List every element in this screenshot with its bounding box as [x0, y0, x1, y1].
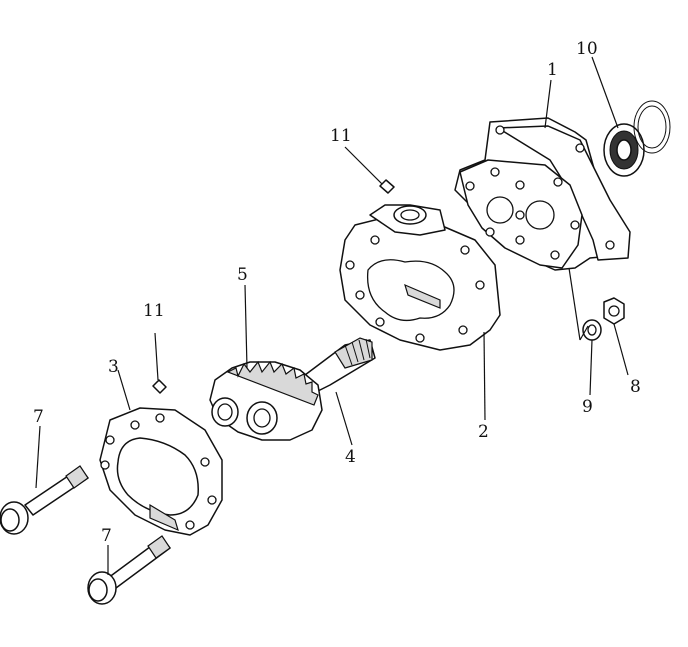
leader-lines: [35, 56, 629, 575]
part-11-dowel-pin-upper: [379, 179, 395, 194]
callout-11-lower: 11: [143, 301, 165, 321]
part-8-nut: [603, 297, 625, 325]
part-1-rear-cover: [454, 117, 631, 271]
part-2-gear-housing: [339, 204, 501, 351]
callout-1: 1: [547, 60, 558, 80]
callout-8: 8: [630, 377, 641, 397]
callout-9: 9: [582, 397, 593, 417]
callout-4: 4: [345, 447, 356, 467]
part-7-bolt-upper: [0, 465, 89, 535]
part-4-drive-shaft: [304, 337, 376, 396]
callout-7-upper: 7: [33, 407, 44, 427]
callout-10: 10: [576, 39, 598, 59]
part-3-front-cover: [99, 407, 223, 536]
callout-3: 3: [108, 357, 119, 377]
callout-7-lower: 7: [101, 526, 112, 546]
callout-11-upper: 11: [330, 126, 352, 146]
callout-5: 5: [237, 265, 248, 285]
part-11-dowel-pin-lower: [152, 379, 167, 394]
callout-2: 2: [478, 422, 489, 442]
part-5-gear-pair: [209, 360, 323, 441]
callout-labels: 1 2 3 4 5 7 7 8 9 10 11 11: [33, 39, 641, 546]
part-7-bolt-lower: [87, 535, 171, 605]
snap-ring: [633, 100, 671, 154]
